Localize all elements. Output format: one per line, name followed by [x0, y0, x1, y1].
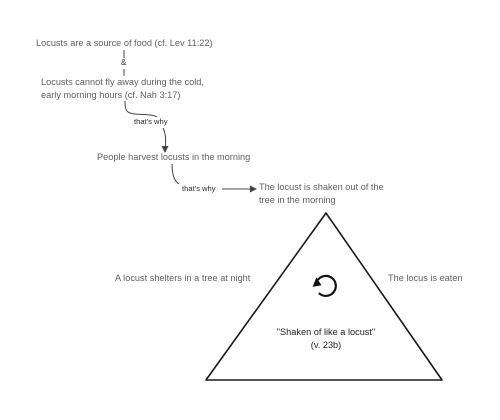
cycle-quote: "Shaken of like a locust": [276, 327, 376, 337]
node-food-source: Locusts are a source of food (cf. Lev 11…: [36, 38, 213, 48]
node-cold-morning: Locusts cannot fly away during the cold,…: [41, 77, 204, 100]
cycle-icon: [312, 274, 337, 297]
thats-why-arrow-2-head: [250, 185, 257, 193]
and-connector-label: &: [120, 58, 128, 68]
node-shaken-out: The locust is shaken out of the tree in …: [259, 182, 384, 205]
thats-why-arrow-1-head: [161, 146, 169, 153]
thats-why-arrow-1-bottom: [162, 127, 167, 150]
node-locust-eaten: The locus is eaten: [388, 273, 463, 283]
cycle-triangle: [205, 212, 443, 381]
thats-why-arrow-1-top: [124, 100, 159, 119]
node-shelters-at-night: A locust shelters in a tree at night: [115, 273, 251, 283]
thats-why-label-2: that's why: [181, 184, 217, 194]
thats-why-arrow-2-top: [171, 163, 180, 185]
cycle-reference: (v. 23b): [310, 340, 342, 350]
thats-why-label-1: that's why: [133, 117, 169, 127]
node-harvest-morning: People harvest locusts in the morning: [97, 152, 251, 162]
